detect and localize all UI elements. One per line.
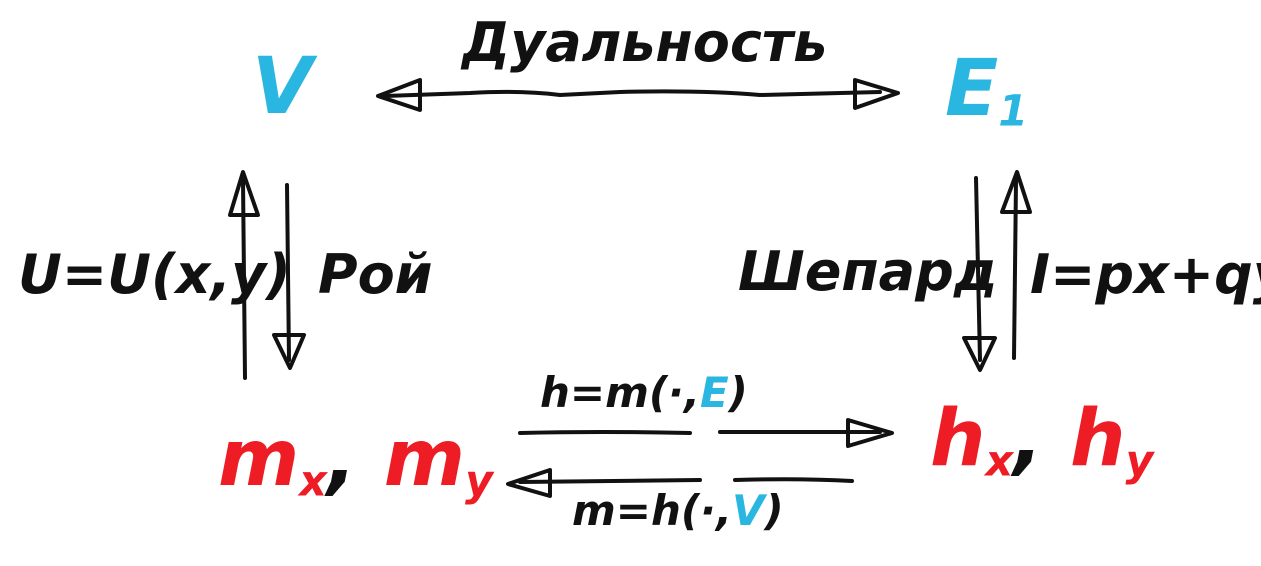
node-e-subscript: 1 [998,86,1029,137]
edge-label-duality: Дуальность [462,11,828,74]
node-m-comma: , [326,414,357,504]
edge-label-shephard: Шепард [738,240,998,303]
edge-label-budget: I=px+qy [1030,243,1261,306]
edge-h-from-m-text: h=m(·, [540,368,700,417]
node-e: E1 [945,50,1028,134]
node-e-letter: E [945,44,999,134]
node-mx-letter: m [218,414,300,504]
node-h-pair: hx, hy [930,400,1154,484]
top-arrowhead-right [853,78,900,110]
node-my-letter: m [383,414,466,504]
node-v: V [252,42,313,132]
right-up-arrowhead [1000,170,1032,214]
edge-m-from-h-text: m=h(·, [572,486,732,535]
right-down-arrowhead [962,336,997,372]
edge-h-from-m-blue: E [699,368,729,417]
bottom-left-arrow [518,477,854,484]
left-down-arrowhead [272,333,306,370]
edge-label-h-from-m: h=m(·,E) [540,372,748,414]
node-m-pair: mx, my [218,420,493,504]
top-arrowhead-left [376,78,422,112]
left-up-arrowhead [228,170,260,217]
edge-m-from-h-close: ) [764,486,784,535]
left-down-arrow [285,183,291,362]
right-down-arrow [974,176,982,362]
node-h-comma: , [1013,394,1043,484]
edge-h-from-m-close: ) [728,368,748,417]
edge-label-roy: Рой [318,243,433,306]
top-arrow-line-left [383,89,882,98]
edge-label-m-from-h: m=h(·,V) [572,490,784,532]
node-hx-letter: h [930,394,986,484]
right-up-arrow [1012,178,1018,360]
node-hy-subscript: y [1125,436,1154,487]
edge-label-utility: U=U(x,y) [18,243,291,306]
bottom-left-arrowhead [506,468,552,498]
node-my-subscript: y [465,456,493,507]
bottom-right-arrow [518,430,882,435]
node-mx-subscript: x [299,456,327,507]
node-hx-subscript: x [985,436,1014,487]
bottom-right-arrowhead [846,418,894,448]
edge-m-from-h-blue: V [731,486,765,535]
node-hy-letter: h [1070,394,1126,484]
